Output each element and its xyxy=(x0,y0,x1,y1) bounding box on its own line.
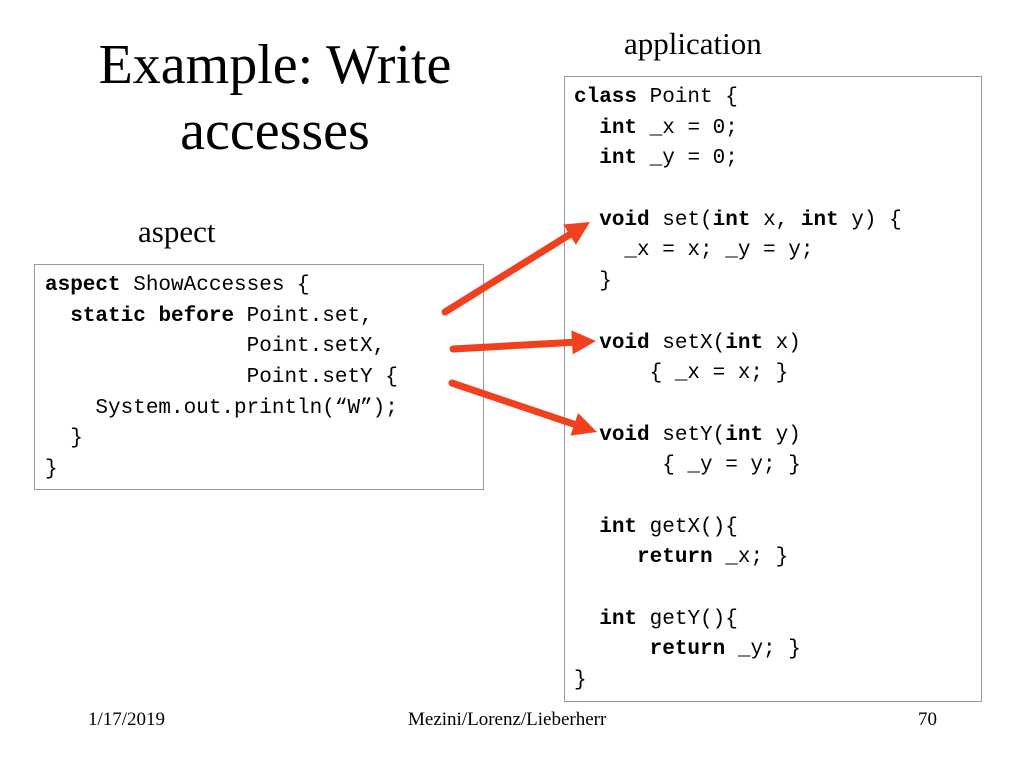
aspect-label: aspect xyxy=(138,214,216,249)
code-text: ShowAccesses { xyxy=(120,274,310,297)
code-text: setX( xyxy=(649,331,726,355)
code-line: } xyxy=(574,267,902,298)
code-text: setY( xyxy=(649,423,726,447)
code-text: x) xyxy=(763,331,801,355)
application-label: application xyxy=(624,26,762,61)
title-line-1: Example: Write xyxy=(98,34,452,96)
arrow-sety xyxy=(448,379,597,436)
code-line: static before Point.set, xyxy=(45,302,398,333)
code-keyword: return xyxy=(637,546,713,570)
code-keyword: int xyxy=(599,607,638,631)
code-line: int getY(){ xyxy=(574,605,902,636)
code-keyword: class xyxy=(574,86,638,109)
code-text: _y = 0; xyxy=(637,147,738,171)
code-keyword: return xyxy=(649,638,726,662)
code-line: System.out.println(“W”); xyxy=(45,394,398,425)
code-text: y) xyxy=(763,423,801,447)
code-keyword: int xyxy=(712,208,751,232)
code-text: _x = x; _y = y; xyxy=(574,239,814,263)
code-keyword: void xyxy=(599,208,650,232)
code-text: getX(){ xyxy=(637,515,738,539)
code-line: } xyxy=(45,455,398,486)
code-line: Point.setX, xyxy=(45,332,398,363)
code-line: void set(int x, int y) { xyxy=(574,206,902,237)
code-keyword: int xyxy=(599,116,638,140)
code-keyword: void xyxy=(599,331,650,355)
code-line: aspect ShowAccesses { xyxy=(45,271,398,302)
footer-page-number: 70 xyxy=(918,709,937,730)
code-keyword: int xyxy=(599,147,638,171)
code-text: { _x = x; } xyxy=(574,362,789,386)
footer-date: 1/17/2019 xyxy=(88,709,166,730)
code-line: return _y; } xyxy=(574,635,902,666)
application-code-box xyxy=(564,76,982,702)
aspect-code: aspect ShowAccesses { static before Poin… xyxy=(45,271,398,486)
code-text: } xyxy=(574,669,587,693)
code-text: Point.setY { xyxy=(45,366,398,390)
arrow-setx xyxy=(449,330,596,355)
code-line: int getX(){ xyxy=(574,513,902,544)
code-keyword: int xyxy=(725,331,764,355)
application-code: class Point { int _x = 0; int _y = 0; vo… xyxy=(574,83,902,697)
code-text: getY(){ xyxy=(637,607,738,631)
code-keyword: aspect xyxy=(45,274,121,297)
code-text: _x; } xyxy=(712,546,789,570)
code-line: void setY(int y) xyxy=(574,421,902,452)
code-line: int _x = 0; xyxy=(574,114,902,145)
code-line: { _y = y; } xyxy=(574,451,902,482)
title-line-2: accesses xyxy=(180,100,370,162)
code-text: } xyxy=(45,427,83,451)
code-text: _y; } xyxy=(725,638,801,662)
code-keyword: int xyxy=(725,423,764,447)
code-text: { _y = y; } xyxy=(574,454,801,478)
code-text: Point.setX, xyxy=(45,335,386,359)
code-line: _x = x; _y = y; xyxy=(574,236,902,267)
code-line: return _x; } xyxy=(574,543,902,574)
aspect-code-box xyxy=(34,264,484,490)
code-line: Point.setY { xyxy=(45,363,398,394)
code-text: System.out.println(“W”); xyxy=(45,396,398,420)
code-keyword: before xyxy=(158,304,235,328)
arrow-set xyxy=(441,222,590,316)
code-keyword: static xyxy=(70,304,146,328)
code-text: } xyxy=(45,458,58,482)
slide-title: Example: Write accesses xyxy=(60,32,490,164)
code-line: int _y = 0; xyxy=(574,144,902,175)
code-line: { _x = x; } xyxy=(574,359,902,390)
code-line: } xyxy=(574,666,902,697)
code-keyword: void xyxy=(599,423,650,447)
code-text: y) { xyxy=(838,208,902,232)
code-keyword: int xyxy=(800,208,839,232)
code-text: x, xyxy=(750,208,801,232)
code-keyword: int xyxy=(599,515,638,539)
code-line: class Point { xyxy=(574,83,902,114)
footer-authors: Mezini/Lorenz/Lieberherr xyxy=(408,709,607,730)
code-line: } xyxy=(45,424,398,455)
code-line: void setX(int x) xyxy=(574,329,902,360)
code-text: Point.set, xyxy=(234,304,373,328)
code-text: } xyxy=(574,270,612,294)
code-text: Point { xyxy=(637,86,738,109)
code-text: _x = 0; xyxy=(637,116,738,140)
code-text: set( xyxy=(649,208,713,232)
